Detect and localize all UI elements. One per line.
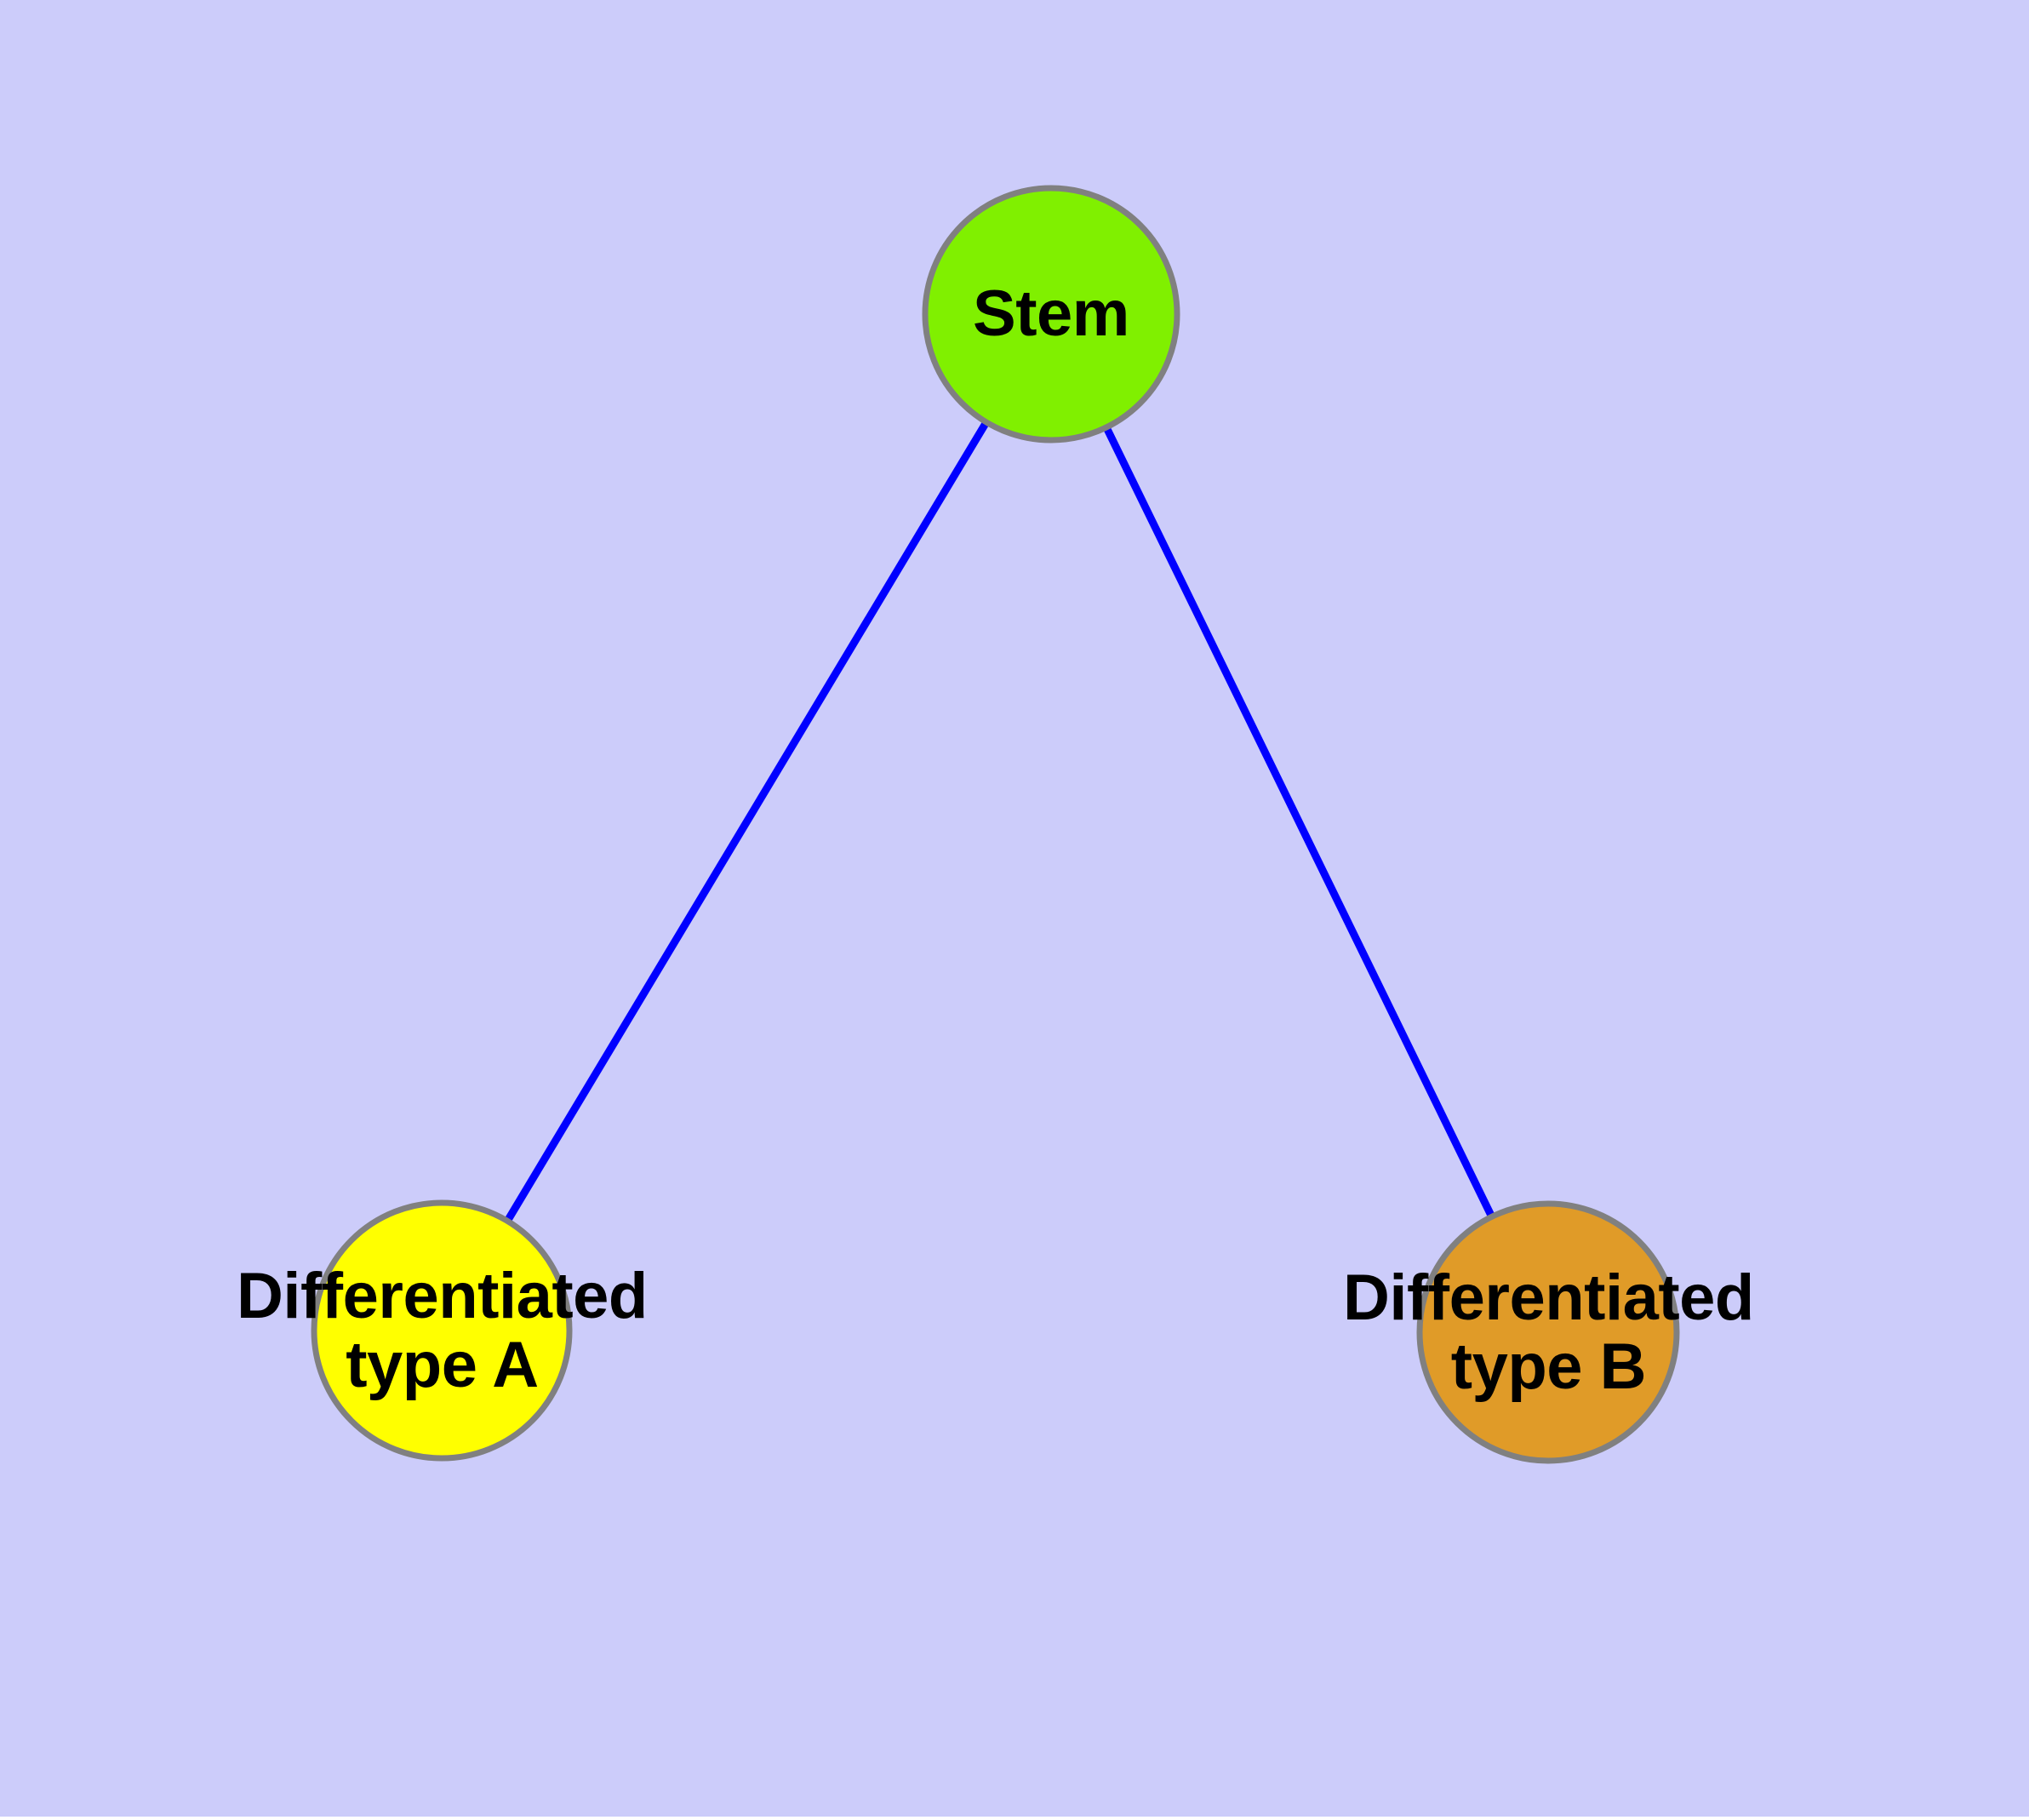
edges-layer	[505, 421, 1495, 1222]
graph-node-stem[interactable]	[922, 185, 1180, 444]
graph-edge-stem-to-diff-b[interactable]	[1103, 426, 1495, 1217]
graph-edge-stem-to-diff-a[interactable]	[505, 421, 989, 1222]
graph-node-diff-a[interactable]	[311, 1199, 573, 1462]
graph-node-diff-b[interactable]	[1416, 1200, 1680, 1464]
nodes-layer	[311, 185, 1680, 1464]
